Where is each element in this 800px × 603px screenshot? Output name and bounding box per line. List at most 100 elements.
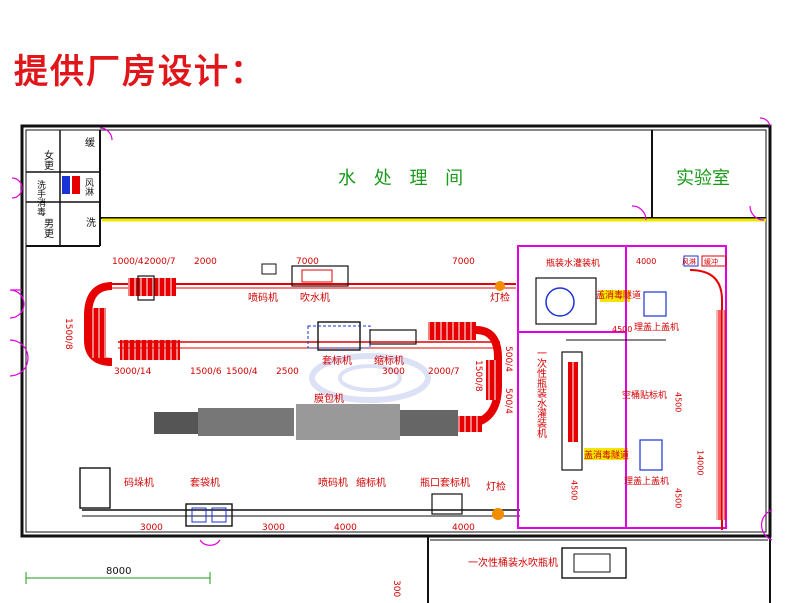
middle-conveyor-line <box>118 321 502 428</box>
sanitizer-unit <box>62 176 70 194</box>
label-sterilize-2: 盖消毒隧道 <box>584 449 629 461</box>
dim-500-4b: 500/4 <box>503 388 513 414</box>
label-buffer-small: 缓冲 <box>704 257 718 266</box>
label-shrink-bottom: 缩标机 <box>356 476 386 489</box>
label-bagger: 套袋机 <box>190 476 220 489</box>
label-film-wrap: 膜包机 <box>314 392 344 405</box>
label-bottle-blower: 一次性桶装水吹瓶机 <box>468 556 558 569</box>
door-bottom <box>199 539 221 546</box>
clean-zone <box>517 245 727 530</box>
dim-1500-6: 1500/6 <box>190 367 222 377</box>
sterilize-tunnel-1 <box>600 290 630 302</box>
conveyor-block-top-left <box>128 278 176 296</box>
buffer-box <box>701 255 727 267</box>
filler-carousel <box>545 287 575 317</box>
door-left-3 <box>11 177 23 199</box>
bottom-conveyor-line <box>79 467 520 527</box>
blower-unit <box>291 265 349 287</box>
label-lamp-bottom: 灯检 <box>486 480 506 493</box>
air-shower-box <box>683 255 699 267</box>
hand-sanitize-label: 洗手消毒 <box>35 179 46 217</box>
bagger-core-a <box>191 507 207 523</box>
label-empty-labeler: 空桶贴标机 <box>622 389 667 401</box>
dim-1500-8b: 1500/8 <box>473 360 483 392</box>
label-inkjet-top: 喷码机 <box>248 291 278 304</box>
dim-3000-b2: 3000 <box>262 523 285 533</box>
label-sleeve: 套标机 <box>322 354 352 367</box>
label-one-time-filler: 一次性瓶装水灌装机 <box>535 348 547 439</box>
dim-4000-top: 4000 <box>636 257 656 266</box>
label-cap-loader-2: 理盖上盖机 <box>624 475 669 487</box>
dim-2000-7b: 2000/7 <box>428 367 460 377</box>
female-locker-label: 女更 <box>42 149 54 171</box>
dim-4000-c: 4000 <box>452 523 475 533</box>
inkjet-top-unit <box>261 263 277 275</box>
water-room-label: 水 处 理 间 <box>338 168 469 189</box>
film-wrap-unit <box>198 408 294 436</box>
cap-loader-1-unit <box>643 291 667 317</box>
dim-3000-mid: 3000 <box>382 367 405 377</box>
dim-1500-4: 1500/4 <box>226 367 258 377</box>
bucket-loader-unit <box>79 467 111 509</box>
neck-labeler-unit <box>431 493 463 515</box>
door-right <box>760 509 773 541</box>
dim-4000-b: 4000 <box>334 523 357 533</box>
buffer-label: 缓 <box>85 136 95 149</box>
dim-4500-a: 4500 <box>612 325 632 334</box>
film-wrap-tail <box>400 410 458 436</box>
dim-14000: 14000 <box>696 450 705 475</box>
building-inner-wall <box>25 129 767 533</box>
label-inkjet-bottom: 喷码机 <box>318 476 348 489</box>
lamp-top-unit <box>495 281 505 291</box>
dim-2500: 2500 <box>276 367 299 377</box>
building-outer-wall <box>20 124 772 538</box>
right-rollers <box>716 310 726 520</box>
dim-2000-7: 2000/7 <box>144 257 176 267</box>
bagger-unit <box>185 503 233 527</box>
film-wrap-outfeed <box>458 416 482 432</box>
dim-3000-14: 3000/14 <box>114 367 152 377</box>
label-shrink: 缩标机 <box>374 354 404 367</box>
sleeve-label-frame <box>307 325 371 349</box>
label-cap-loader-1: 理盖上盖机 <box>634 321 679 333</box>
door-lab <box>749 205 765 221</box>
label-sterilize-1: 盖消毒隧道 <box>596 289 641 301</box>
lamp-bottom-unit <box>492 508 504 520</box>
conveyor-block-mid-left <box>120 340 180 360</box>
dim-500-4a: 500/4 <box>503 346 513 372</box>
label-air-shower-small: 风淋 <box>682 257 696 266</box>
conveyor-block-left-bend <box>92 308 106 358</box>
lab-label: 实验室 <box>676 168 730 189</box>
film-wrap-core <box>296 404 400 440</box>
cap-loader-2-unit <box>639 439 663 471</box>
sleeve-label-unit <box>317 321 361 351</box>
door-left-1 <box>9 289 25 319</box>
dim-3000-b1: 3000 <box>140 523 163 533</box>
right-bend-rollers <box>486 360 498 400</box>
dim-1000-4: 1000/4 <box>112 257 144 267</box>
bagger-core-b <box>211 507 227 523</box>
door-water-room <box>631 205 647 221</box>
door-left-2 <box>9 339 29 377</box>
label-bottle-filler: 瓶装水灌装机 <box>546 257 600 269</box>
bottle-blower-core <box>573 553 611 573</box>
door-top-right-corner <box>759 117 771 127</box>
buffer-table-top <box>137 275 155 301</box>
dim-8000: 8000 <box>106 566 131 577</box>
dim-7000-b: 7000 <box>452 257 475 267</box>
top-conveyor-line <box>84 263 516 366</box>
blower-core <box>301 269 333 283</box>
dim-4500-c: 4500 <box>570 480 579 500</box>
dim-300: 300 <box>391 580 401 597</box>
page-title: 提供厂房设计： <box>14 52 266 92</box>
watermark-logo <box>309 353 431 403</box>
label-blower: 吹水机 <box>300 291 330 304</box>
label-bucket-loader: 码垛机 <box>124 476 154 489</box>
conveyor-block-right-mid <box>428 322 476 340</box>
label-neck-labeler: 瓶口套标机 <box>420 476 470 489</box>
dim-2000: 2000 <box>194 257 217 267</box>
locker-area: 女更 缓 洗手消毒 风淋 男更 洗 <box>35 136 96 239</box>
label-lamp-top: 灯检 <box>490 291 510 304</box>
right-curve-conveyor <box>689 269 723 530</box>
